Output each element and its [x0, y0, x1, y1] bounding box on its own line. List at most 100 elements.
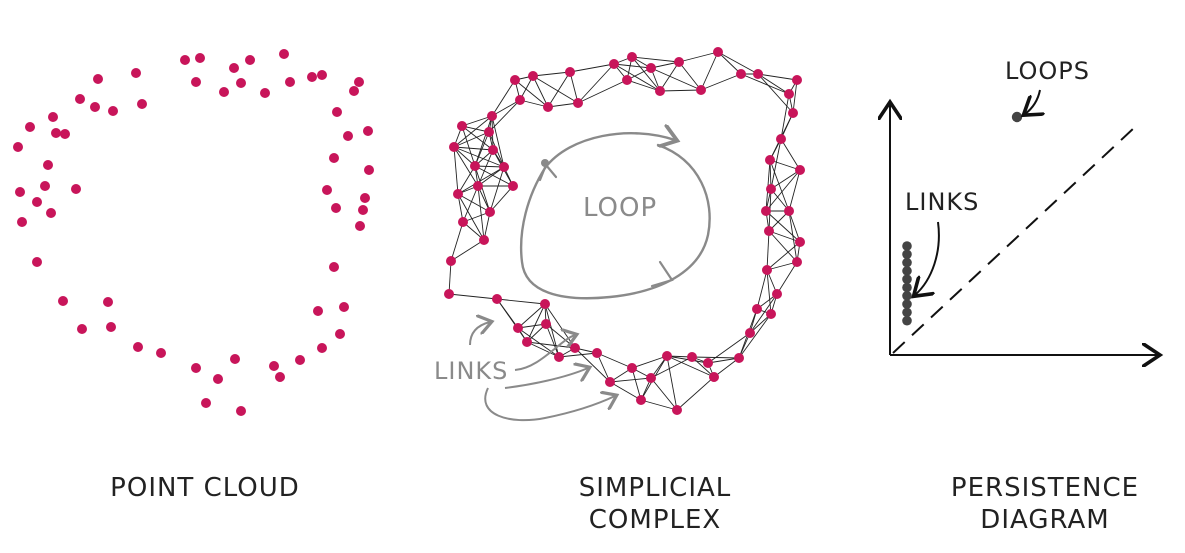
complex-node	[792, 257, 802, 267]
complex-edge	[448, 293, 498, 300]
complex-node	[488, 145, 498, 155]
complex-edge	[691, 356, 740, 359]
cloud-point	[363, 126, 373, 136]
complex-edge	[517, 327, 560, 358]
complex-edge	[609, 381, 642, 401]
complex-node	[479, 235, 489, 245]
cloud-point	[15, 187, 25, 197]
complex-node	[687, 352, 697, 362]
complex-edge	[717, 51, 742, 75]
complex-edge	[532, 75, 549, 108]
complex-node	[458, 217, 468, 227]
caption-complex-line1: SIMPLICIAL	[578, 473, 732, 503]
complex-edge	[631, 56, 661, 92]
complex-node	[672, 405, 682, 415]
complex-edge	[453, 146, 494, 151]
cloud-point	[191, 363, 201, 373]
complex-node	[655, 86, 665, 96]
cloud-point	[13, 142, 23, 152]
caption-simplicial-complex: SIMPLICIAL COMPLEX	[535, 472, 775, 536]
cloud-point	[331, 203, 341, 213]
complex-node	[453, 189, 463, 199]
caption-persistence-line2: DIAGRAM	[980, 505, 1110, 535]
complex-edge	[766, 261, 798, 271]
complex-edge	[678, 51, 719, 63]
complex-edge	[457, 165, 476, 195]
complex-edge	[788, 210, 801, 243]
complex-node	[573, 98, 583, 108]
cloud-point	[317, 343, 327, 353]
complex-edge	[477, 149, 494, 187]
cloud-point	[329, 153, 339, 163]
cloud-point	[17, 217, 27, 227]
complex-edge	[766, 230, 770, 271]
complex-edge	[613, 63, 661, 92]
complex-node	[766, 184, 776, 194]
cloud-point	[77, 324, 87, 334]
links-point	[902, 307, 912, 318]
complex-node	[446, 256, 456, 266]
complex-edge	[517, 303, 546, 329]
complex-node	[762, 265, 772, 275]
complex-edge	[577, 63, 615, 104]
complex-edge	[547, 71, 571, 108]
point-cloud-panel	[13, 49, 374, 416]
cloud-point	[236, 406, 246, 416]
cloud-point	[279, 49, 289, 59]
complex-edge	[631, 355, 668, 369]
cloud-point	[32, 197, 42, 207]
complex-edge	[457, 193, 485, 241]
complex-node	[636, 395, 646, 405]
complex-edge	[700, 51, 719, 91]
caption-point-cloud-text: POINT CLOUD	[110, 473, 300, 503]
complex-edge	[707, 332, 751, 364]
complex-node	[772, 289, 782, 299]
complex-edge	[491, 99, 521, 117]
cloud-point	[46, 208, 56, 218]
complex-node	[492, 294, 502, 304]
persistence-points	[902, 111, 1023, 326]
cloud-point	[191, 77, 201, 87]
complex-edge	[450, 221, 464, 262]
complex-node	[765, 155, 775, 165]
cloud-point	[106, 322, 116, 332]
loop-annotation: LOOP	[519, 133, 711, 300]
complex-edge	[526, 341, 560, 358]
complex-edge	[678, 61, 702, 91]
complex-edge	[713, 357, 740, 378]
loop-arrow-head-left	[538, 162, 558, 182]
complex-edge	[532, 71, 571, 77]
complex-node	[622, 75, 632, 85]
cloud-point	[195, 53, 205, 63]
complex-node	[646, 63, 656, 73]
cloud-point	[349, 86, 359, 96]
complex-edge	[461, 125, 494, 151]
loop-arrow-top	[543, 133, 675, 170]
cloud-point	[180, 55, 190, 65]
complex-node	[605, 377, 615, 387]
complex-node	[792, 75, 802, 85]
complex-edge	[765, 210, 801, 243]
cloud-point	[245, 55, 255, 65]
cloud-point	[93, 74, 103, 84]
cloud-point	[358, 205, 368, 215]
cloud-point	[329, 262, 339, 272]
cloud-point	[360, 193, 370, 203]
complex-node	[565, 67, 575, 77]
cloud-point	[90, 102, 100, 112]
complex-edge	[496, 298, 546, 305]
cloud-point	[201, 398, 211, 408]
complex-edge	[676, 376, 715, 411]
complex-edge	[489, 166, 505, 213]
complex-edge	[770, 138, 782, 190]
complex-node	[627, 52, 637, 62]
cloud-point	[355, 221, 365, 231]
cloud-point	[230, 354, 240, 364]
complex-node	[457, 121, 467, 131]
complex-node	[508, 181, 518, 191]
cloud-point	[322, 185, 332, 195]
cloud-point	[260, 88, 270, 98]
cloud-point	[137, 99, 147, 109]
complex-edge	[717, 51, 759, 75]
complex-edge	[707, 357, 740, 364]
